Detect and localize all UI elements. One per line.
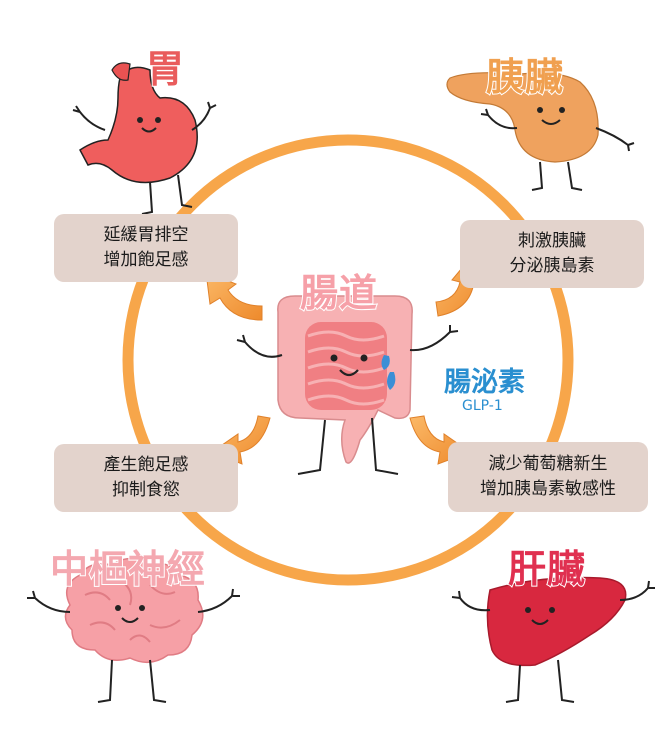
pancreas-title: 胰臟: [485, 54, 565, 100]
liver-effect-line2: 增加胰島素敏感性: [480, 479, 616, 499]
stomach-effect-line1: 延緩胃排空: [103, 225, 189, 245]
pancreas-illustration: [446, 72, 635, 191]
pancreas-effect-box: 刺激胰臟 分泌胰島素: [460, 220, 644, 288]
hormone-name: 腸泌素: [444, 367, 525, 398]
hormone-abbr: GLP-1: [462, 398, 503, 414]
intestine-illustration: [236, 295, 459, 475]
liver-effect-line1: 減少葡萄糖新生: [488, 454, 608, 474]
cycle-ring: [122, 134, 574, 586]
brain-illustration: [27, 557, 240, 703]
liver-illustration: [451, 576, 655, 703]
cns-effect-box: 產生飽足感 抑制食慾: [54, 444, 238, 512]
liver-effect-box: 減少葡萄糖新生 增加胰島素敏感性: [448, 442, 648, 512]
stomach-title: 胃: [145, 46, 186, 92]
intestine-title: 腸道: [299, 270, 379, 316]
pancreas-effect-line2: 分泌胰島素: [509, 256, 595, 276]
stomach-effect-line2: 增加飽足感: [103, 250, 189, 270]
stomach-illustration: [72, 62, 217, 215]
pancreas-effect-line1: 刺激胰臟: [518, 231, 586, 251]
liver-title: 肝臟: [507, 546, 587, 592]
cns-title: 中樞神經: [49, 546, 207, 592]
cns-effect-line1: 產生飽足感: [103, 455, 189, 475]
stomach-effect-box: 延緩胃排空 增加飽足感: [54, 214, 238, 282]
cns-effect-line2: 抑制食慾: [112, 480, 180, 500]
